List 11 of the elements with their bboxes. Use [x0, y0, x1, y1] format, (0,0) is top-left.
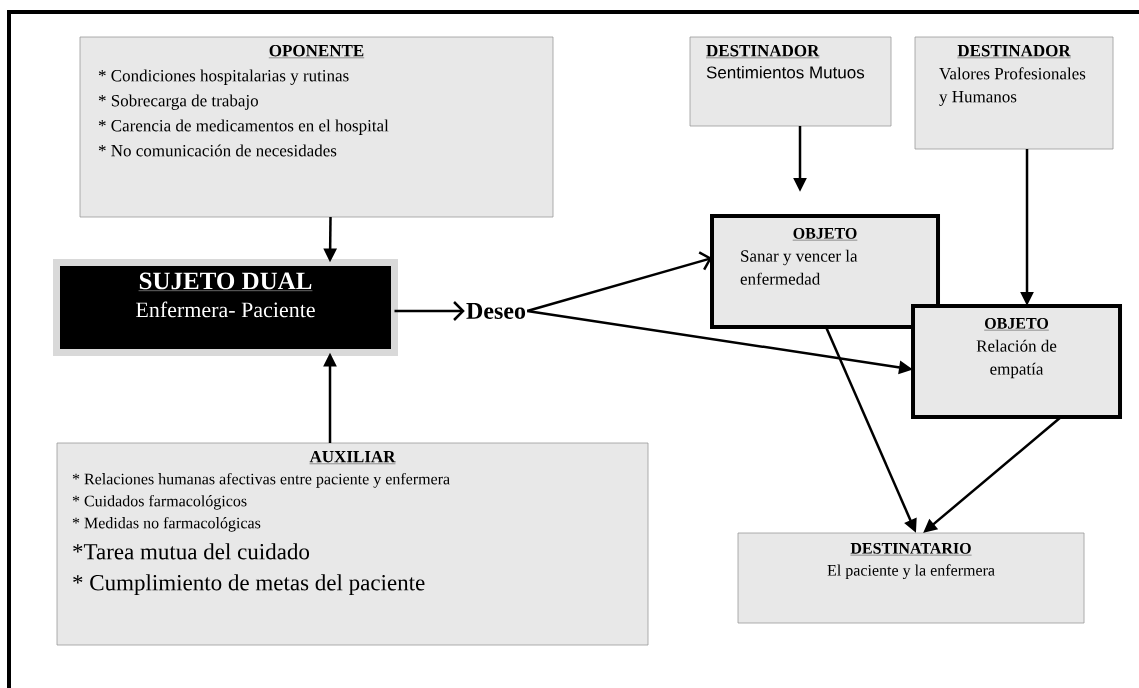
- arrow: [394, 301, 465, 321]
- info-box: DESTINADOR Valores Profesionales y Humanos: [914, 36, 1114, 150]
- info-box: DESTINATARIO El paciente y la enfermera: [737, 532, 1085, 624]
- bold-border-box: OBJETO Relación de empatía: [911, 304, 1122, 419]
- info-box: AUXILIAR * Relaciones humanas afectivas entre paciente y enfermera * Cuidados farmacológicos * Medidas no farmacológicas *Tarea mutua del cuidado * Cumplimiento de metas del paciente: [56, 442, 649, 646]
- info-box: DESTINADOR Sentimientos Mutuos: [689, 36, 892, 127]
- info-box: OPONENTE * Condiciones hospitalarias y rutinas * Sobrecarga de trabajo * Carencia de medicamentos en el hospital * No comunicación de necesidades: [79, 36, 554, 218]
- arrow: [526, 251, 712, 313]
- bold-border-box: OBJETO Sanar y vencer la enfermedad: [710, 214, 940, 329]
- text-label: Deseo: [466, 303, 526, 319]
- dark-box: SUJETO DUAL Enfermera- Paciente: [53, 259, 398, 356]
